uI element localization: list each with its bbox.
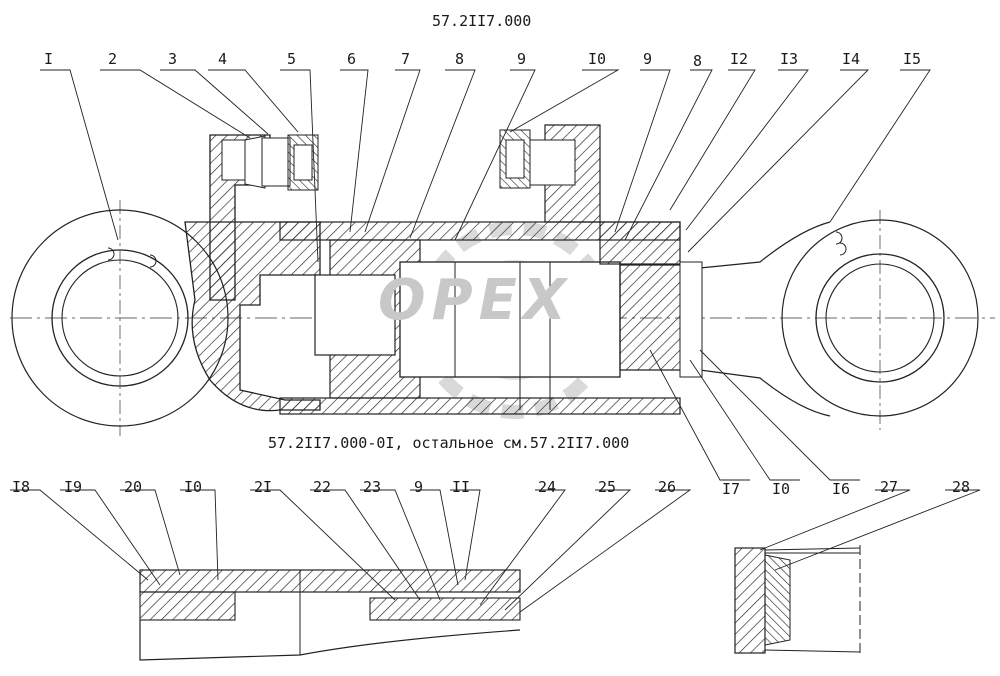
callout-16: I6 [832, 480, 851, 498]
leader-lines-right [649, 349, 860, 481]
callout-18: I8 [12, 478, 31, 496]
callout-2: 2 [108, 50, 118, 68]
callout-3: 3 [168, 50, 178, 68]
callout-10c: I0 [184, 478, 203, 496]
callout-19: I9 [64, 478, 83, 496]
callout-11: II [452, 478, 471, 496]
callout-28: 28 [952, 478, 971, 496]
callout-25: 25 [598, 478, 617, 496]
callout-17: I7 [722, 480, 741, 498]
cylinder-head-left [184, 134, 321, 412]
callout-10: I0 [588, 50, 607, 68]
piston [314, 239, 621, 410]
watermark-text: OPEX [378, 268, 573, 333]
cylinder-tube [279, 221, 681, 415]
drawing-title: 57.2II7.000 [432, 12, 532, 30]
callout-6: 6 [347, 50, 357, 68]
leader-lines-bottom [10, 489, 981, 613]
variant-note: 57.2II7.000-0I, остальное см.57.2II7.000 [268, 434, 630, 452]
callout-26: 26 [658, 478, 677, 496]
callout-4: 4 [218, 50, 228, 68]
callout-7: 7 [401, 50, 411, 68]
callout-23: 23 [363, 478, 382, 496]
callout-21: 2I [254, 478, 273, 496]
callout-13: I3 [780, 50, 799, 68]
callout-9b: 9 [643, 50, 653, 68]
leader-lines-top [40, 69, 931, 263]
callout-9: 9 [517, 50, 527, 68]
callout-12: I2 [730, 50, 749, 68]
detail-section-right [734, 545, 861, 655]
callout-10b: I0 [772, 480, 791, 498]
detail-section-left [139, 569, 521, 661]
callout-14: I4 [842, 50, 861, 68]
callout-8: 8 [455, 50, 465, 68]
right-eye [699, 210, 979, 430]
callout-22: 22 [313, 478, 332, 496]
callout-24: 24 [538, 478, 557, 496]
callout-20: 20 [124, 478, 143, 496]
callout-27: 27 [880, 478, 899, 496]
callout-9c: 9 [414, 478, 424, 496]
cylinder-head-right [499, 124, 703, 378]
callout-8b: 8 [693, 52, 703, 70]
callout-15: I5 [903, 50, 922, 68]
callout-1: I [44, 50, 54, 68]
callout-5: 5 [287, 50, 297, 68]
